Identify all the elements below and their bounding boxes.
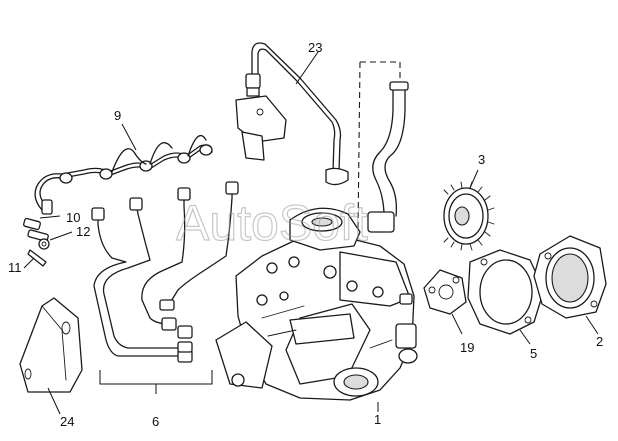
return-hose (357, 61, 409, 233)
part-24-bracket (19, 297, 83, 393)
callout-23: 23 (308, 40, 322, 55)
leader-11 (23, 257, 35, 269)
part-19-flange (423, 269, 467, 335)
leader-10 (39, 215, 61, 219)
callout-10: 10 (66, 210, 80, 225)
callout-11: 11 (8, 260, 22, 275)
callout-2: 2 (596, 334, 603, 349)
part-5-gasket (467, 249, 545, 345)
part-1-injection-pump (215, 207, 418, 412)
callout-12: 12 (76, 224, 90, 239)
callout-19: 19 (460, 340, 474, 355)
watermark-text: AutoSoft (176, 195, 368, 251)
callout-6: 6 (152, 414, 159, 429)
callout-3: 3 (478, 152, 485, 167)
parts-10-11-12-fittings (23, 217, 50, 267)
part-3-drive-gear (443, 169, 495, 251)
callout-1: 1 (374, 412, 381, 427)
part-23-pipe-assembly (235, 42, 349, 186)
callout-24: 24 (60, 414, 74, 429)
part-2-cover-plate (533, 235, 607, 335)
callout-9: 9 (114, 108, 121, 123)
leader-23 (295, 51, 319, 85)
leader-24 (47, 387, 61, 415)
part-6-injection-pipes (91, 181, 239, 394)
leader-12 (49, 231, 73, 241)
part-9-leakoff-pipe (34, 135, 213, 215)
callout-5: 5 (530, 346, 537, 361)
leader-9 (121, 123, 137, 151)
